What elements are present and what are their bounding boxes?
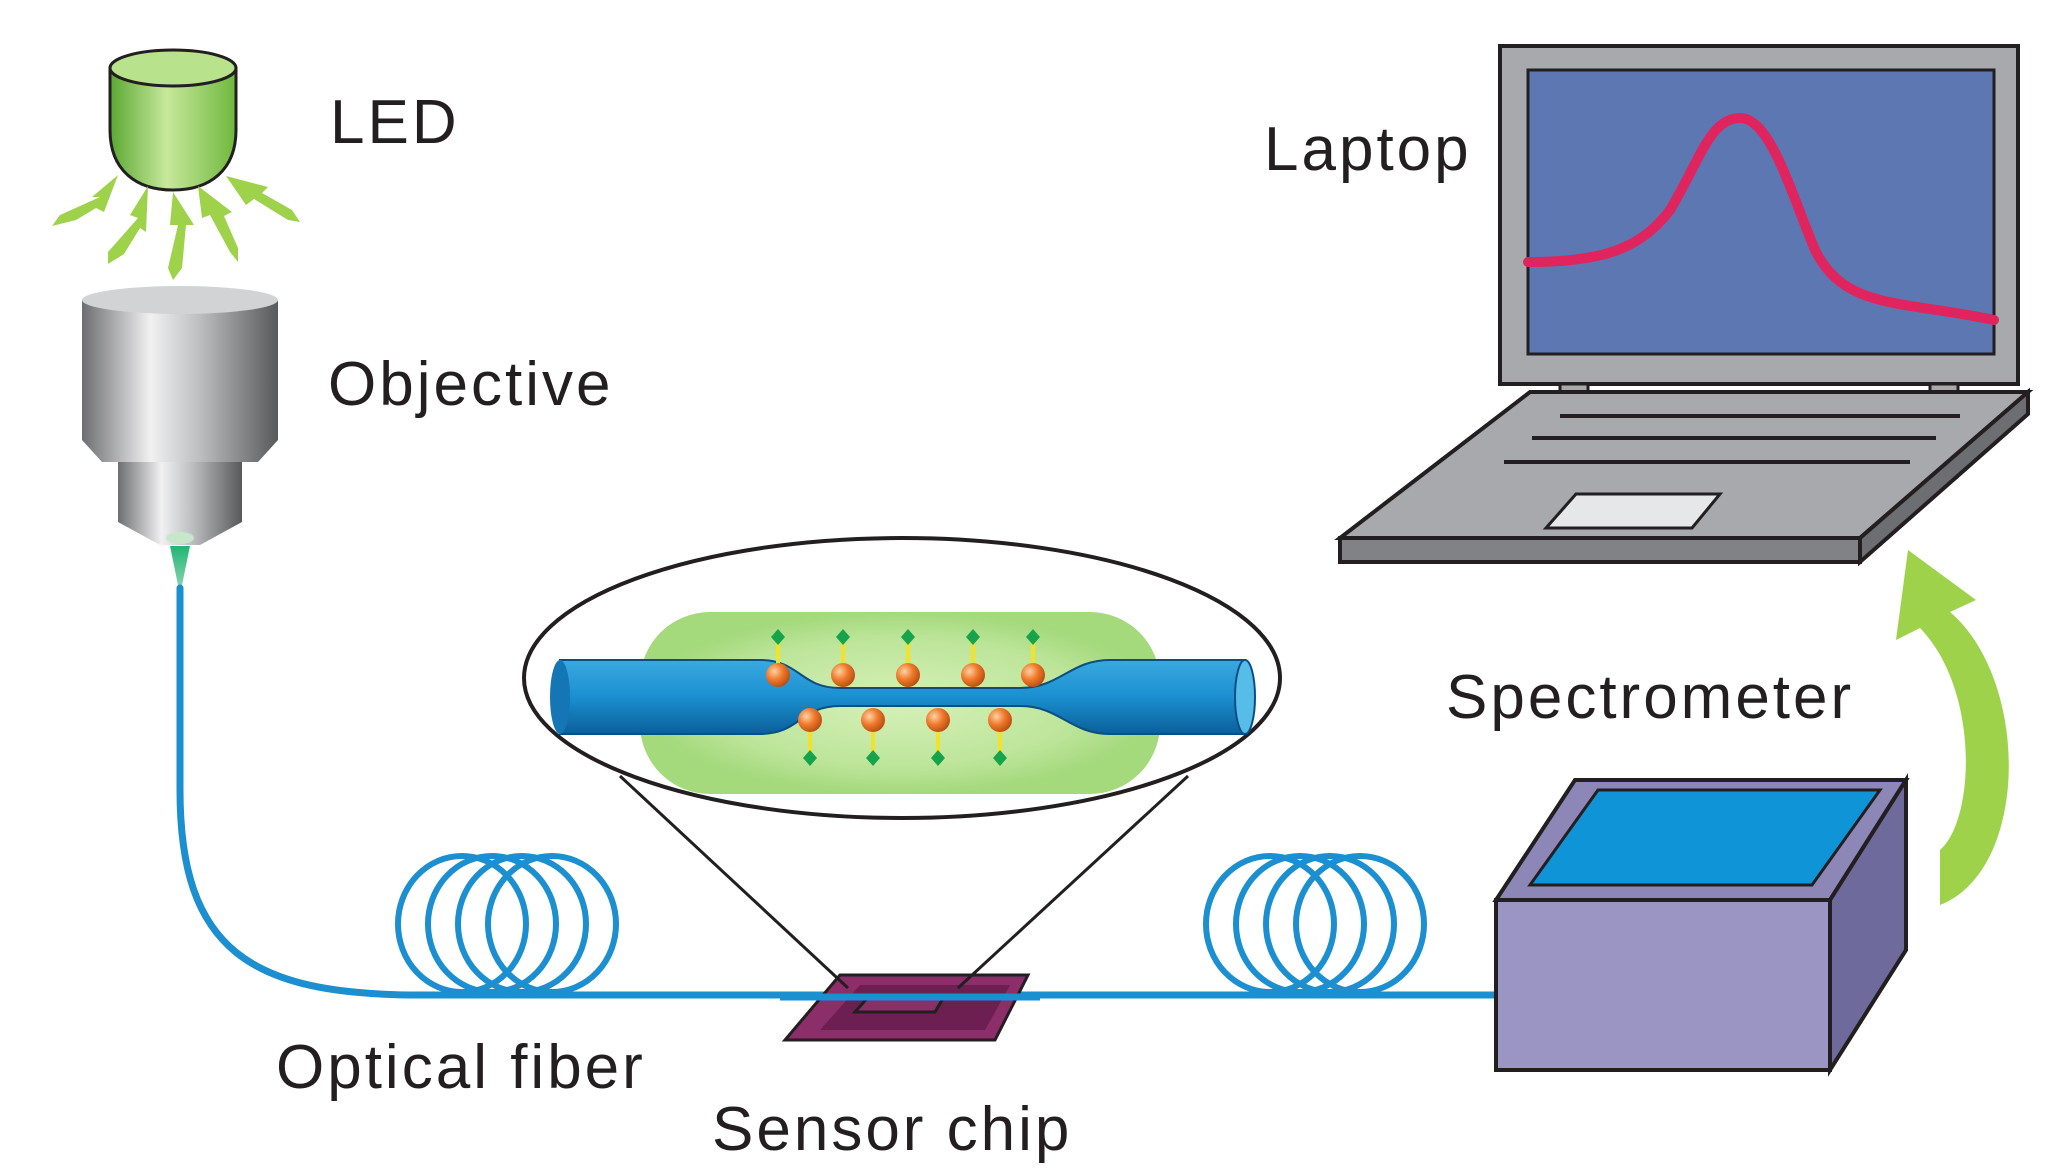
zoom-cone <box>618 774 1190 990</box>
label-optical-fiber: Optical fiber <box>276 1033 646 1102</box>
sensor-chip-icon <box>780 973 1040 1042</box>
objective-icon <box>82 286 278 590</box>
optical-fiber <box>176 584 1500 999</box>
led-icon <box>108 48 238 192</box>
label-laptop: Laptop <box>1264 115 1472 184</box>
bio-particles-top <box>766 629 1045 687</box>
light-rays <box>52 175 300 280</box>
data-transfer-arrow <box>1896 550 2009 905</box>
fiber-coil-right <box>1203 853 1427 995</box>
fiber-coil-left <box>395 853 619 995</box>
label-sensor-chip: Sensor chip <box>712 1095 1072 1164</box>
label-spectrometer: Spectrometer <box>1446 663 1854 732</box>
spectrum-curve <box>1523 112 1999 325</box>
bio-particles-bottom <box>798 708 1012 766</box>
label-objective: Objective <box>328 350 613 419</box>
spectrometer-icon <box>1492 773 1910 1077</box>
label-led: LED <box>330 88 460 157</box>
